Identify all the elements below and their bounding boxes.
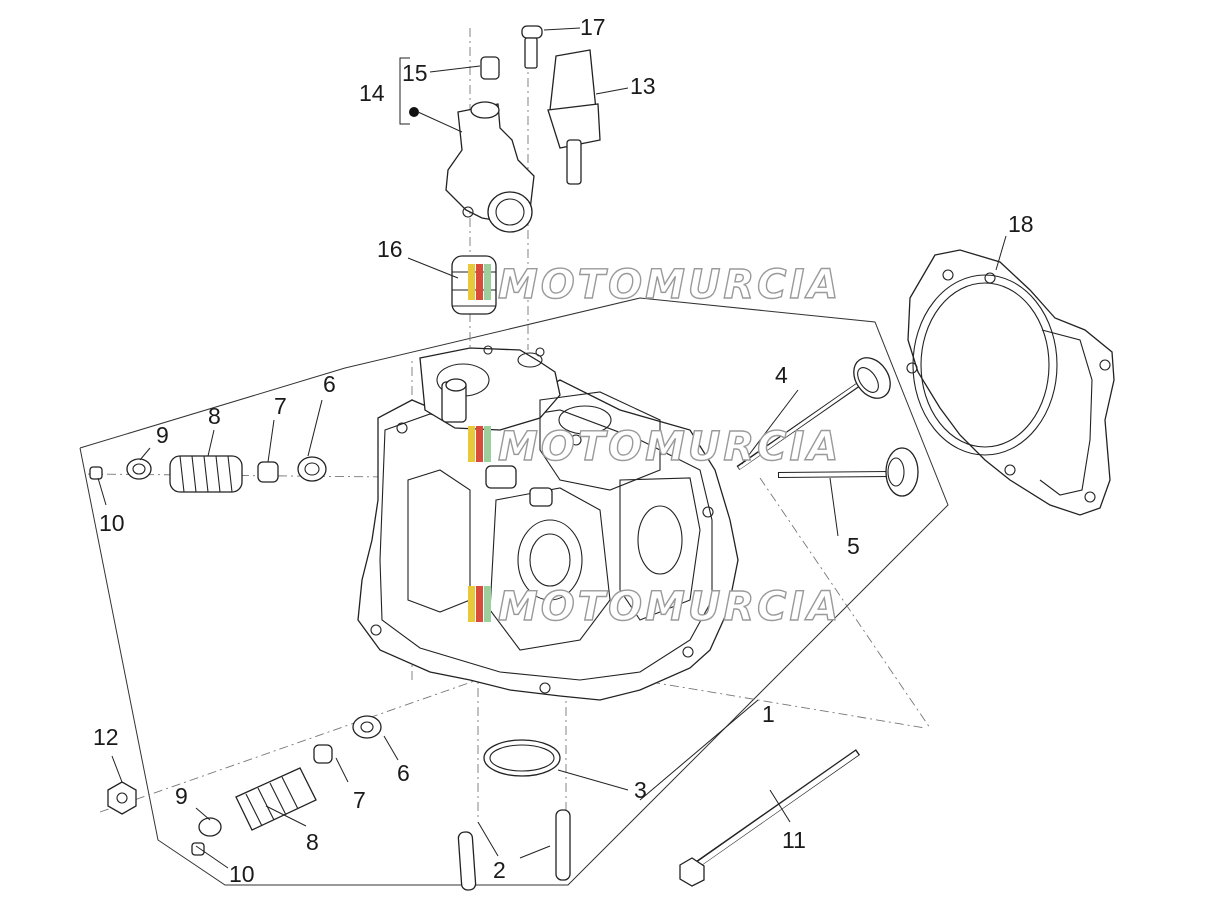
label-4: 4 <box>775 362 788 388</box>
flag-stripe-1 <box>468 264 475 300</box>
dowel-pins <box>457 809 571 891</box>
label-2: 2 <box>493 857 506 883</box>
temperature-sensor <box>547 49 601 185</box>
group-bracket-14 <box>399 57 463 133</box>
label-8-lower: 8 <box>306 829 319 855</box>
watermark-text: MOTOMURCIA <box>498 424 841 470</box>
label-17: 17 <box>580 14 606 40</box>
flag-stripe-2 <box>476 586 483 622</box>
label-14: 14 <box>359 80 385 106</box>
label-6-upper: 6 <box>323 371 336 397</box>
label-10-upper: 10 <box>99 510 125 536</box>
label-1: 1 <box>762 701 775 727</box>
label-12: 12 <box>93 724 119 750</box>
flange-nut <box>107 781 137 815</box>
label-9-upper: 9 <box>156 422 169 448</box>
cylinder-head <box>357 345 739 701</box>
label-6-lower: 6 <box>397 760 410 786</box>
bleed-screw <box>480 56 500 80</box>
exhaust-valve <box>777 447 919 497</box>
lower-valve-spring <box>235 767 317 831</box>
upper-valve-train <box>89 455 327 493</box>
flag-stripe-3 <box>484 586 491 622</box>
lower-valve-train <box>191 715 382 856</box>
label-11: 11 <box>782 827 806 853</box>
flag-stripe-2 <box>476 426 483 462</box>
label-9-lower: 9 <box>175 783 188 809</box>
upper-valve-spring <box>169 455 243 493</box>
leader-lines <box>97 27 1007 869</box>
label-5: 5 <box>847 533 860 559</box>
label-18: 18 <box>1008 211 1034 237</box>
part-number-labels: 1 2 3 4 5 6 6 7 7 8 8 9 9 10 10 11 12 13… <box>93 14 1034 887</box>
watermark-1: MOTOMURCIA <box>468 261 841 309</box>
head-bolt <box>679 749 861 887</box>
label-16: 16 <box>377 236 403 262</box>
flag-stripe-3 <box>484 264 491 300</box>
flag-stripe-1 <box>468 586 475 622</box>
watermark-text: MOTOMURCIA <box>498 262 841 308</box>
label-3: 3 <box>634 777 647 803</box>
housing-screw <box>521 25 543 69</box>
flag-stripe-2 <box>476 264 483 300</box>
watermark-text: MOTOMURCIA <box>498 584 841 630</box>
label-7-upper: 7 <box>274 393 287 419</box>
label-13: 13 <box>630 73 656 99</box>
watermark-2: MOTOMURCIA <box>468 423 841 471</box>
flag-stripe-3 <box>484 426 491 462</box>
label-8-upper: 8 <box>208 403 221 429</box>
head-gasket <box>906 249 1115 516</box>
flag-stripe-1 <box>468 426 475 462</box>
o-ring <box>483 739 561 777</box>
thermostat-housing <box>445 101 535 233</box>
watermark-3: MOTOMURCIA <box>468 583 841 631</box>
label-7-lower: 7 <box>353 787 366 813</box>
label-10-lower: 10 <box>229 861 255 887</box>
assembly-frame-outline <box>79 297 949 886</box>
intake-valve <box>736 357 891 471</box>
label-15: 15 <box>402 60 428 86</box>
